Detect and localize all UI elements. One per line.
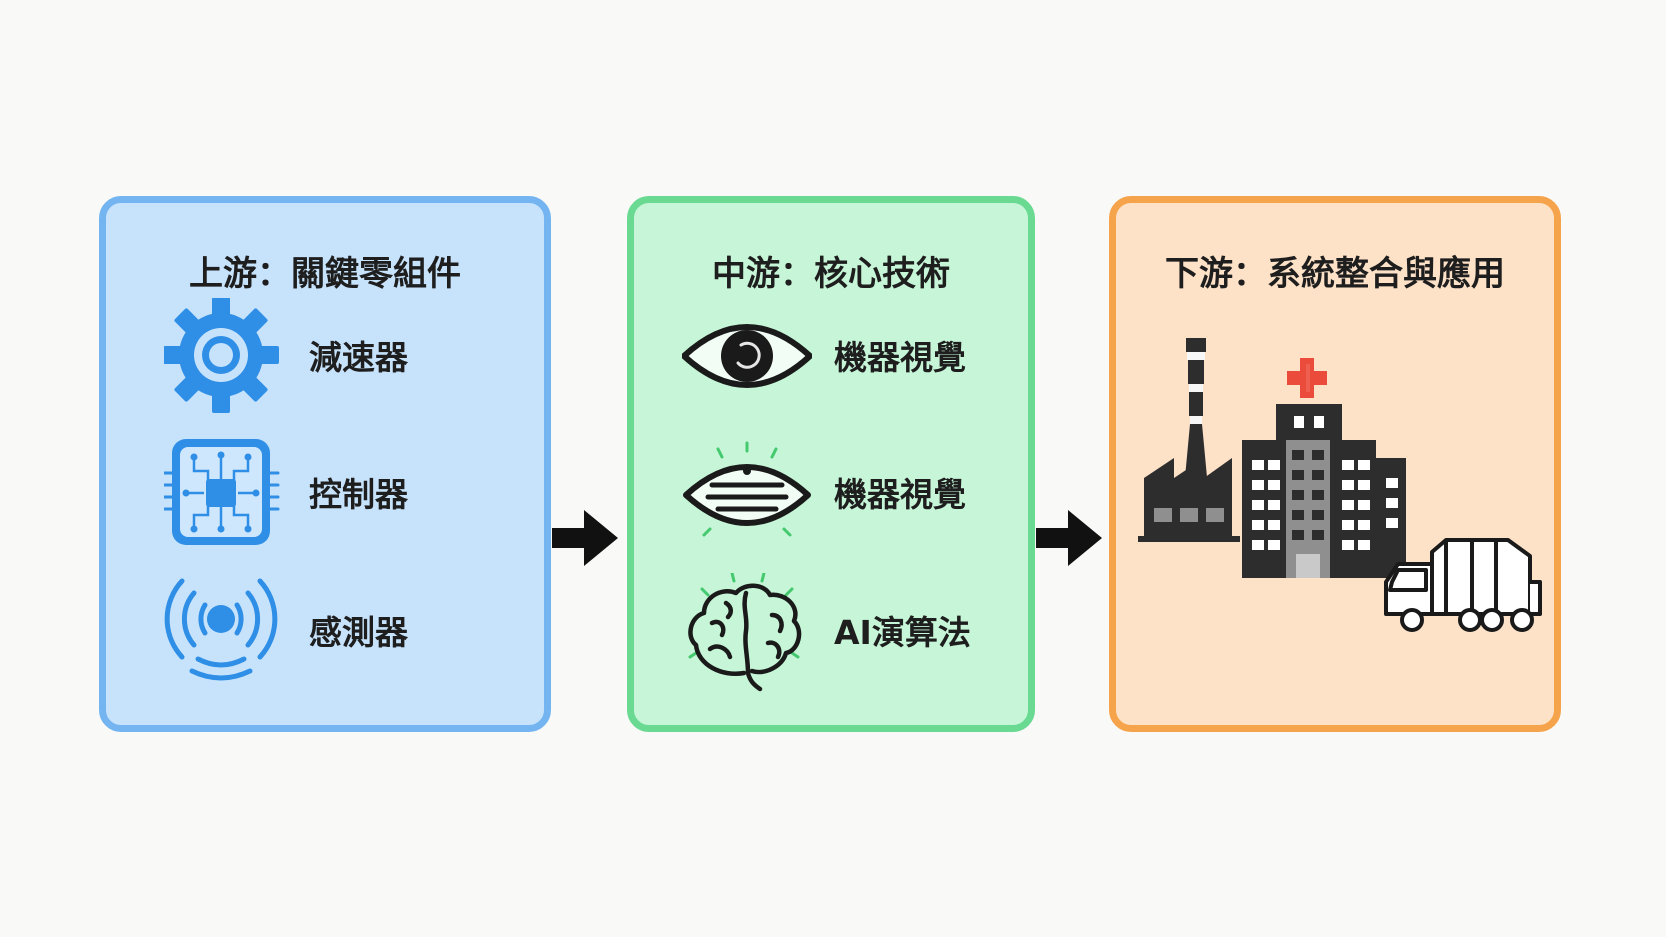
midstream-item-label: 機器視覺 [834, 475, 966, 514]
circuit-chip-icon [164, 435, 294, 555]
downstream-panel: 下游：系統整合與應用 [1109, 196, 1561, 732]
midstream-item-ai: AI演算法 [634, 573, 1028, 693]
midstream-item-label: 機器視覺 [834, 338, 966, 377]
upstream-item-label: 感測器 [309, 613, 408, 652]
midstream-panel: 中游：核心技術 機器視覺 [627, 196, 1035, 732]
hospital-icon [1242, 358, 1406, 578]
upstream-item-reducer: 減速器 [106, 298, 544, 418]
factory-icon [1138, 338, 1240, 542]
midstream-item-vision-scan: 機器視覺 [634, 435, 1028, 555]
upstream-item-sensor: 感測器 [106, 573, 544, 693]
midstream-item-label: AI演算法 [834, 613, 971, 652]
midstream-item-vision: 機器視覺 [634, 298, 1028, 418]
midstream-title: 中游：核心技術 [712, 254, 950, 294]
brain-icon [682, 573, 812, 693]
eye-icon [682, 298, 812, 418]
downstream-title: 下游：系統整合與應用 [1165, 254, 1505, 294]
upstream-title: 上游：關鍵零組件 [189, 254, 461, 294]
upstream-item-label: 減速器 [309, 338, 408, 377]
upstream-item-label: 控制器 [309, 475, 408, 514]
application-illustration [1136, 338, 1546, 668]
scanning-eye-icon [682, 435, 812, 555]
upstream-item-controller: 控制器 [106, 435, 544, 555]
sensor-waves-icon [164, 573, 294, 693]
upstream-panel: 上游：關鍵零組件 減速器 [99, 196, 551, 732]
gear-icon [164, 298, 294, 418]
delivery-truck-icon [1384, 538, 1542, 632]
arrow-right-icon [552, 510, 618, 566]
arrow-right-icon [1036, 510, 1102, 566]
